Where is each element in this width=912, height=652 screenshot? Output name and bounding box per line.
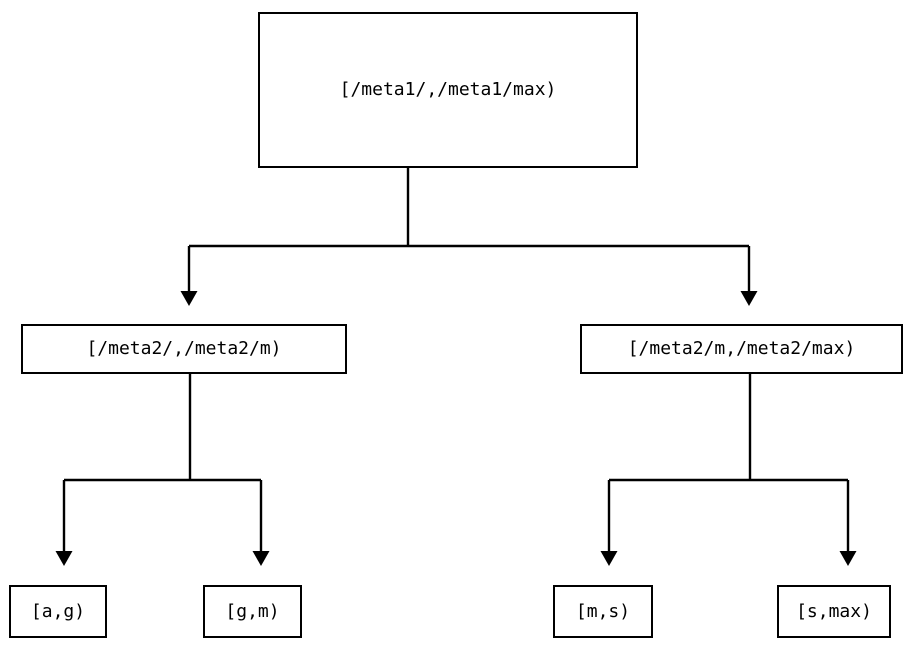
node-root[interactable]: [/meta1/,/meta1/max) (258, 12, 638, 168)
edge-midright-to-leaves (600, 374, 857, 566)
arrowhead-to-mid-right (740, 291, 758, 306)
arrowhead-to-leaf-2 (252, 551, 270, 566)
node-mid-right[interactable]: [/meta2/m,/meta2/max) (580, 324, 903, 374)
node-leaf-a-g-label: [a,g) (30, 600, 86, 622)
node-root-label: [/meta1/,/meta1/max) (339, 79, 557, 100)
node-leaf-s-max[interactable]: [s,max) (777, 585, 891, 638)
edge-root-to-mid (180, 168, 758, 306)
node-leaf-m-s-label: [m,s) (575, 600, 631, 622)
arrowhead-to-leaf-3 (600, 551, 618, 566)
edge-midleft-to-leaves (55, 374, 270, 566)
node-mid-right-label: [/meta2/m,/meta2/max) (627, 338, 856, 359)
node-leaf-m-s[interactable]: [m,s) (553, 585, 653, 638)
node-leaf-s-max-label: [s,max) (796, 600, 872, 622)
node-leaf-a-g[interactable]: [a,g) (9, 585, 107, 638)
node-leaf-g-m[interactable]: [g,m) (203, 585, 302, 638)
node-mid-left-label: [/meta2/,/meta2/m) (86, 338, 282, 359)
arrowhead-to-leaf-1 (55, 551, 73, 566)
arrowhead-to-mid-left (180, 291, 198, 306)
node-mid-left[interactable]: [/meta2/,/meta2/m) (21, 324, 347, 374)
arrowhead-to-leaf-4 (839, 551, 857, 566)
node-leaf-g-m-label: [g,m) (225, 600, 280, 622)
